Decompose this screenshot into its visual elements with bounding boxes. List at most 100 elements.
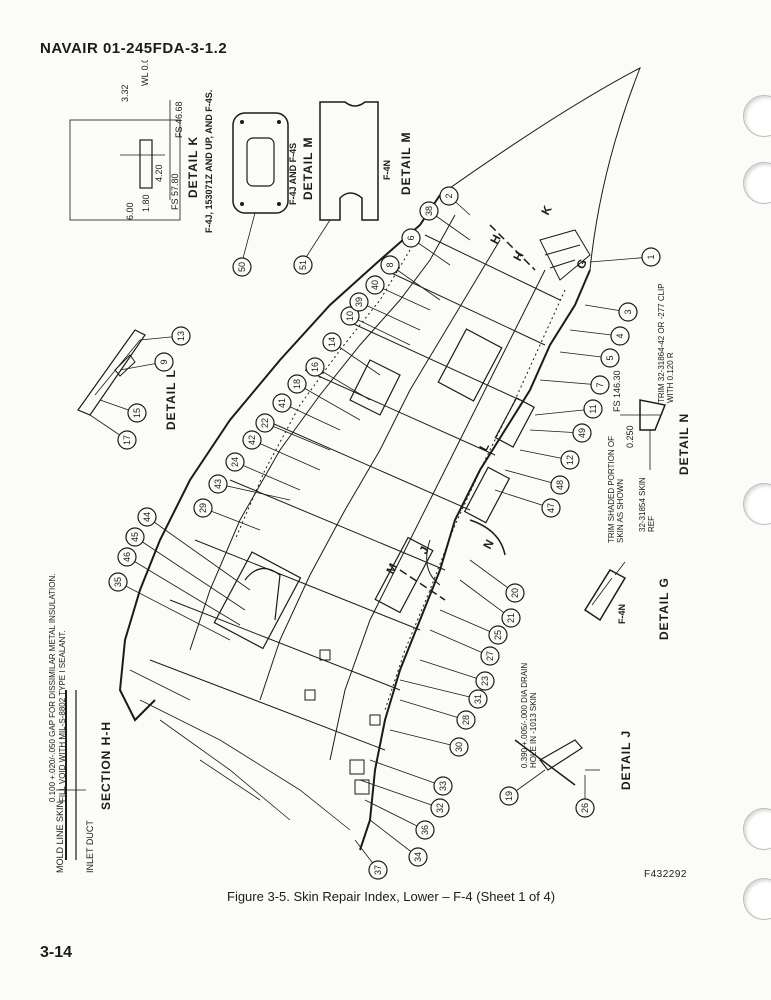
binder-hole-icon	[743, 162, 771, 204]
figure-caption: Figure 3-5. Skin Repair Index, Lower – F…	[227, 889, 556, 904]
callout-bubble: 16	[305, 357, 325, 377]
callout-number: 6	[406, 235, 416, 240]
callout-number: 17	[122, 435, 132, 445]
binder-hole-icon	[743, 808, 771, 850]
callout-number: 49	[577, 428, 587, 438]
callout-group: 1234567891011121314151617181920212223242…	[89, 186, 661, 880]
section-mark: N	[480, 536, 497, 551]
callout-number: 13	[176, 331, 186, 341]
page-number: 3-14	[40, 944, 73, 961]
callout-bubble: 33	[433, 776, 453, 796]
shaded-note: TRIM SHADED PORTION OF SKIN AS SHOWN	[607, 436, 625, 543]
detail-g: F-4N DETAIL G	[583, 561, 671, 640]
callout-leader	[117, 581, 231, 641]
detail-n: DETAIL N TRIM 32-31864-42 OR -277 CLIP W…	[607, 283, 691, 543]
callout-leader	[202, 507, 261, 531]
callout-number: 41	[277, 398, 287, 408]
callout-bubble: 8	[380, 255, 400, 275]
callout-leader	[369, 759, 444, 787]
detail-m-labels: F-4J AND F-4S DETAIL M F-4N DETAIL M	[288, 131, 413, 205]
callout-leader	[281, 402, 341, 431]
callout-number: 39	[354, 297, 364, 307]
dim-label: 0.250	[625, 425, 635, 448]
callout-bubble: 31	[468, 689, 488, 709]
dim-label: 6.00	[125, 202, 135, 220]
callout-bubble: 24	[225, 452, 245, 472]
callout-number: 25	[493, 630, 503, 640]
callout-bubble: 40	[365, 275, 385, 295]
mold-line-label: MOLD LINE SKIN	[55, 801, 65, 873]
callout-bubble: 19	[499, 786, 519, 806]
callout-bubble: 42	[242, 430, 262, 450]
section-mark: H	[510, 248, 527, 263]
detail-title: DETAIL L	[164, 369, 178, 430]
callout-leader	[364, 799, 426, 831]
trim-note: TRIM 32-31864-42 OR -277 CLIP WITH 0.120…	[657, 283, 675, 403]
callout-bubble: 20	[505, 583, 525, 603]
callout-leader	[146, 516, 251, 591]
callout-number: 48	[555, 480, 565, 490]
callout-leader	[359, 779, 441, 809]
section-hh: MOLD LINE SKIN INLET DUCT SECTION H-H 0.…	[48, 574, 113, 873]
callout-number: 7	[595, 382, 605, 387]
dim-label: WL 0.00	[140, 60, 150, 86]
callout-leader	[374, 284, 431, 311]
callout-number: 4	[615, 333, 625, 338]
dim-label: FS 57.80	[170, 173, 180, 210]
callout-bubble: 49	[572, 423, 592, 443]
dim-label: 4.20	[154, 164, 164, 182]
callout-leader	[439, 609, 499, 636]
callout-number: 28	[461, 715, 471, 725]
callout-bubble: 51	[293, 255, 313, 275]
detail-applicability: F-4N	[617, 604, 627, 624]
callout-bubble: 23	[475, 671, 495, 691]
callout-number: 1	[646, 254, 656, 259]
callout-number: 14	[327, 337, 337, 347]
callout-number: 42	[247, 435, 257, 445]
callout-bubble: 41	[272, 393, 292, 413]
detail-title: DETAIL G	[657, 577, 671, 640]
callout-number: 24	[230, 457, 240, 467]
callout-number: 20	[510, 588, 520, 598]
callout-number: 36	[420, 825, 430, 835]
dim-label: FS 46.68	[174, 101, 184, 138]
figure-number: F432292	[644, 869, 687, 880]
callout-number: 23	[480, 676, 490, 686]
callout-number: 44	[142, 512, 152, 522]
callout-number: 29	[198, 503, 208, 513]
callout-leader	[134, 536, 246, 611]
callout-bubble: 1	[641, 247, 661, 267]
callout-leader	[349, 315, 411, 346]
callout-bubble: 28	[456, 710, 476, 730]
callout-bubble: 12	[560, 450, 580, 470]
callout-bubble: 5	[600, 348, 620, 368]
callout-number: 46	[122, 552, 132, 562]
callout-leader	[429, 629, 491, 657]
callout-leader	[358, 301, 421, 331]
detail-applicability: F-4N	[382, 160, 392, 180]
skin-ref-label: 32-31854 SKIN REF	[638, 477, 656, 532]
callout-leader	[539, 379, 601, 386]
callout-leader	[217, 483, 291, 501]
callout-leader	[251, 439, 321, 471]
callout-bubble: 48	[550, 475, 570, 495]
callout-bubble: 4	[610, 326, 630, 346]
callout-number: 51	[298, 260, 308, 270]
callout-bubble: 30	[449, 737, 469, 757]
callout-bubble: 47	[541, 498, 561, 518]
detail-applicability: F-4J AND F-4S	[288, 143, 298, 205]
document-number: NAVAIR 01-245FDA-3-1.2	[40, 40, 228, 57]
callout-number: 18	[292, 379, 302, 389]
callout-bubble: 13	[171, 326, 191, 346]
callout-leader	[534, 408, 594, 416]
callout-leader	[399, 699, 467, 721]
callout-bubble: 45	[125, 527, 145, 547]
callout-bubble: 44	[137, 507, 157, 527]
callout-leader	[331, 341, 381, 376]
callout-number: 8	[385, 262, 395, 267]
callout-number: 43	[213, 479, 223, 489]
callout-bubble: 27	[480, 646, 500, 666]
callout-leader	[459, 579, 512, 619]
section-mark: K	[538, 202, 555, 217]
fs-label: FS 146.30	[612, 370, 622, 412]
